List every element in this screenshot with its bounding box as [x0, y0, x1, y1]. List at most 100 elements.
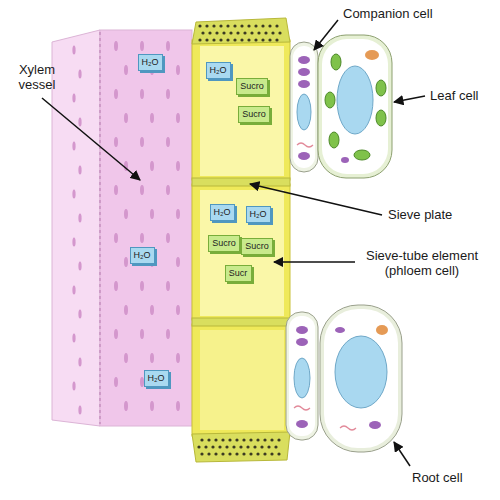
xylem-pit	[114, 281, 118, 291]
sieve-pore	[261, 38, 264, 41]
xylem-pit	[166, 185, 170, 195]
xylem-pit	[72, 286, 75, 295]
sieve-pore	[204, 445, 207, 448]
xylem-pit	[140, 233, 144, 243]
sieve-plate	[192, 18, 290, 44]
xylem-pit	[124, 401, 128, 411]
sieve-pore	[214, 452, 217, 455]
xylem-pit	[140, 185, 144, 195]
xylem-pit	[124, 305, 128, 315]
xylem-pit	[176, 113, 180, 123]
xylem-pit	[176, 65, 180, 75]
xylem-pit	[78, 358, 81, 367]
sieve-pore	[221, 452, 224, 455]
sieve-pore	[257, 31, 260, 34]
sieve-pores	[197, 24, 281, 455]
sieve-pore	[275, 24, 278, 27]
sieve-pore	[268, 24, 271, 27]
xylem-pit	[72, 190, 75, 199]
sieve-pore	[232, 445, 235, 448]
endoplasmic-reticulum	[297, 143, 313, 147]
xylem-pit	[140, 41, 144, 51]
sieve-pore	[242, 438, 245, 441]
sieve-pore	[208, 31, 211, 34]
nucleus	[365, 50, 379, 60]
xylem-pit	[150, 401, 154, 411]
sieve-pore	[277, 438, 280, 441]
nucleus	[376, 325, 388, 335]
molecule-label: H₂O	[250, 210, 267, 219]
molecule-cube: H₂O	[246, 206, 271, 223]
xylem-flap	[52, 30, 100, 426]
sieve-pore	[239, 445, 242, 448]
sieve-pore	[207, 452, 210, 455]
sieve-pore	[198, 24, 201, 27]
xylem-pit	[78, 214, 81, 223]
sieve-pore	[270, 438, 273, 441]
sieve-pore	[236, 31, 239, 34]
sieve-tube-segment	[192, 324, 290, 436]
molecule-cube: H₂O	[210, 204, 235, 221]
molecule-cube: H₂O	[138, 54, 163, 71]
sieve-pore	[278, 31, 281, 34]
sieve-pore	[212, 24, 215, 27]
xylem-pit	[114, 233, 118, 243]
sieve-pore	[218, 445, 221, 448]
xylem-pit	[78, 406, 81, 415]
molecule-label: H₂O	[148, 374, 165, 383]
endoplasmic-reticulum	[340, 426, 356, 430]
vacuole	[337, 66, 373, 134]
xylem-pit	[124, 257, 128, 267]
xylem-pit	[72, 238, 75, 247]
sieve-pore	[274, 445, 277, 448]
molecule-cube: H₂O	[206, 62, 231, 79]
companion-cell	[286, 312, 318, 440]
sieve-pore	[214, 438, 217, 441]
molecule-cube: Sucro	[236, 78, 268, 95]
xylem-pit	[78, 262, 81, 271]
sieve-pore	[205, 24, 208, 27]
sieve-pore	[256, 452, 259, 455]
xylem-pit	[166, 281, 170, 291]
sieve-pore	[271, 31, 274, 34]
cell-wall	[290, 42, 318, 172]
xylem-pit	[78, 166, 81, 175]
sieve-pore	[270, 452, 273, 455]
sieve-pore	[249, 438, 252, 441]
molecule-label: Sucro	[245, 242, 269, 251]
xylem-pit	[176, 305, 180, 315]
sieve-tube-segment	[192, 40, 290, 180]
sieve-plate	[192, 432, 290, 462]
sieve-tube-segment	[192, 184, 290, 320]
sieve-pore	[247, 38, 250, 41]
vacuole	[294, 358, 310, 398]
phloem-tube	[192, 18, 290, 462]
xylem-pits	[72, 41, 180, 415]
companion-cell	[290, 42, 318, 172]
sieve-pore	[247, 24, 250, 27]
mitochondrion	[296, 326, 308, 334]
mitochondrion	[335, 327, 345, 333]
sieve-pore	[268, 38, 271, 41]
part-label: Sieve plate	[388, 207, 452, 222]
chloroplast	[354, 150, 370, 160]
molecule-label: Sucr	[229, 269, 248, 278]
xylem-pit	[124, 353, 128, 363]
molecule-cube: H₂O	[130, 247, 155, 264]
molecule-label: Sucro	[240, 82, 264, 91]
molecule-label: H₂O	[210, 66, 227, 75]
leader-arrow	[42, 98, 140, 180]
cell-wall	[286, 312, 318, 440]
sieve-pore	[235, 438, 238, 441]
sieve-pore	[200, 452, 203, 455]
sieve-pore	[226, 24, 229, 27]
xylem-pit	[114, 377, 118, 387]
mitochondrion	[341, 157, 349, 163]
leader-arrow	[274, 261, 355, 263]
xylem-pit	[78, 118, 81, 127]
sieve-pore	[226, 38, 229, 41]
sieve-pore	[275, 38, 278, 41]
mitochondrion	[369, 421, 381, 429]
sieve-pore	[263, 452, 266, 455]
